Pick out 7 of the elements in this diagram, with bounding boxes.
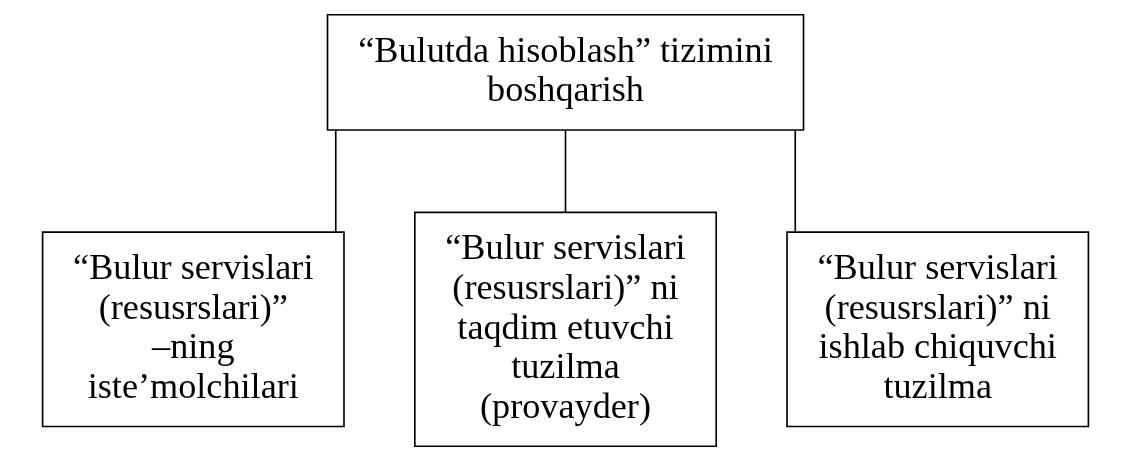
node-box: “Bulur servislari (resusrslari)” ni ishlab chiquvchi tuzilma xyxy=(786,231,1090,428)
connector xyxy=(334,129,337,233)
connector xyxy=(564,129,567,213)
node-box: “Bulur servislari (resusrslari)” ni taqdim etuvchi tuzilma (provayder) xyxy=(413,211,718,448)
node-box: “Bulutda hisoblash” tizimini boshqarish xyxy=(326,13,805,131)
node-box: “Bulur servislari (resusrslari)” –ning iste’molchilari xyxy=(41,231,345,428)
connector xyxy=(794,129,797,233)
